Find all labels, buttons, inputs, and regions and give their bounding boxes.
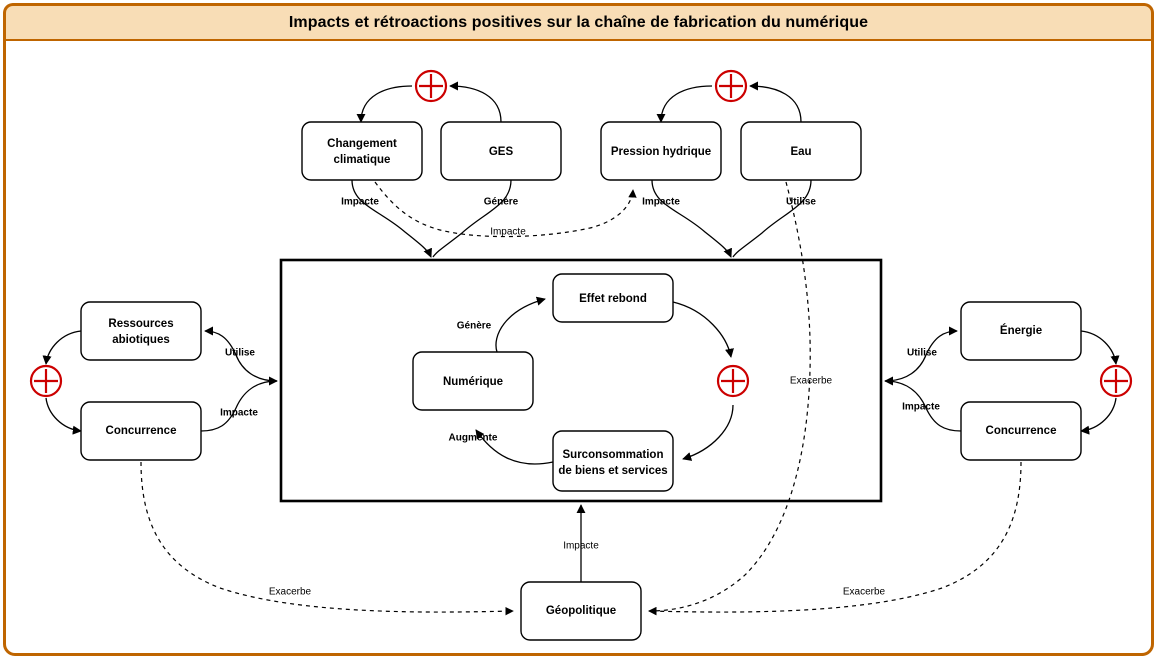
diagram-title-bar: Impacts et rétroactions positives sur la… — [3, 3, 1154, 41]
diagram-frame — [3, 3, 1154, 656]
page-title: Impacts et rétroactions positives sur la… — [288, 13, 869, 31]
